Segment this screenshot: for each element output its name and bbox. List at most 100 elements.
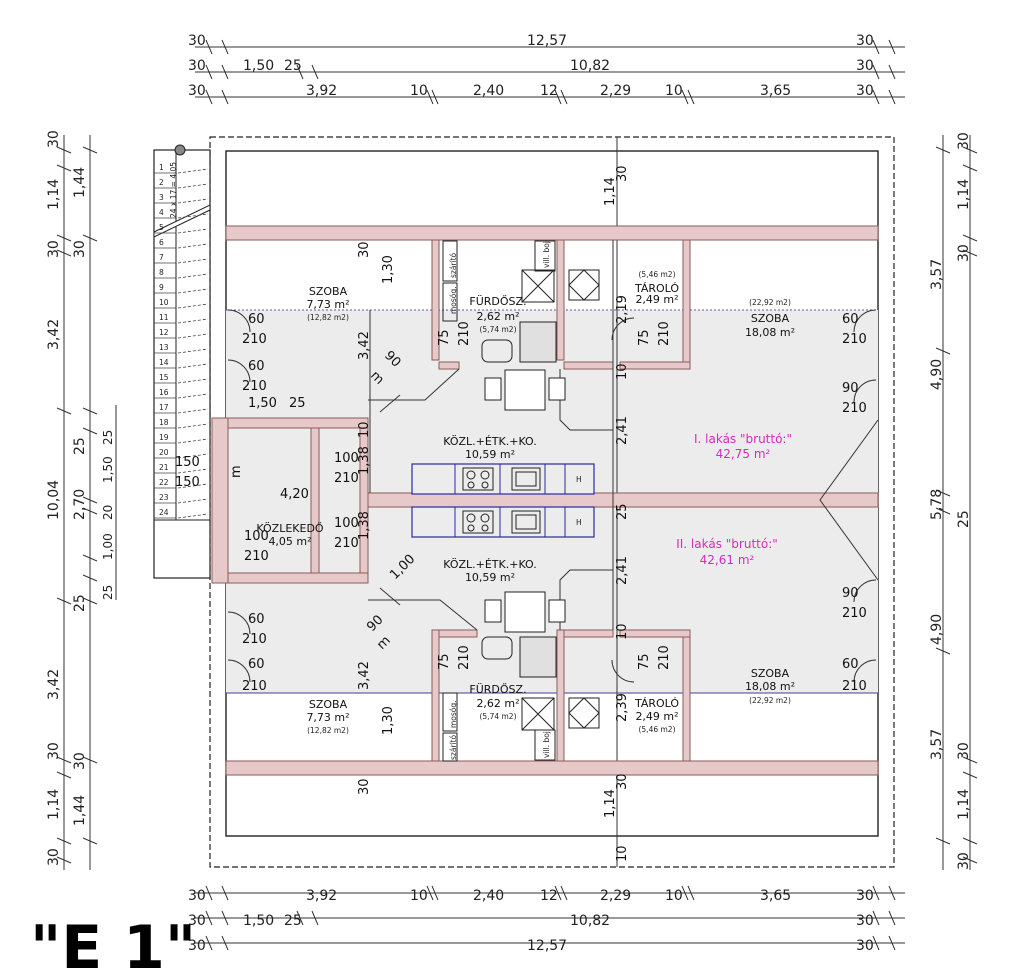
dim-bot3-e: 12: [540, 888, 558, 904]
stair-step-number: 22: [159, 478, 169, 487]
dim-bot2-a: 30: [188, 913, 206, 929]
stair-step-number: 10: [159, 298, 169, 307]
room-kitchen-t-area: 10,59 m²: [465, 448, 515, 461]
door-w-4: 60: [248, 657, 265, 672]
stair-step-number: 4: [159, 208, 164, 217]
stair-hatch: [177, 453, 209, 459]
stair-hatch: [177, 318, 209, 324]
stair-hatch: [177, 183, 209, 189]
stair-step-number: 21: [159, 463, 169, 472]
interior-dimensions: 30 1,30 3,42 10 1,38 1,38 3,42 1,30 30 1…: [248, 241, 418, 795]
dim-bot2-b: 1,50: [243, 913, 274, 929]
dim-int-2: 1,30: [381, 255, 396, 284]
room-bath-b-name: FÜRDŐSZ.: [469, 682, 526, 696]
dim-bot3-c: 10: [410, 888, 428, 904]
dim-int-11: 25: [289, 396, 306, 411]
dim-left-c: 30: [46, 240, 62, 258]
stair-hatch: [177, 243, 209, 249]
room-storage-b-gross: (5,46 m2): [638, 725, 675, 734]
door-w-5: 60: [842, 312, 859, 327]
room-kitchen-t-name: KÖZL.+ÉTK.+KO.: [443, 435, 537, 448]
door-w-12: 150: [175, 455, 200, 470]
stair-hatch: [177, 498, 209, 504]
stair-step-number: 7: [159, 253, 164, 262]
stair-hatch: [177, 288, 209, 294]
dim-left-l: 25: [72, 437, 88, 455]
dim-bot1-a: 30: [188, 938, 206, 954]
room-szoba-tr-area: 18,08 m²: [745, 326, 795, 339]
door-h-6: 210: [842, 401, 867, 416]
door-h-5: 210: [842, 332, 867, 347]
stair-step-number: 18: [159, 418, 169, 427]
dim-left-r: 2,70: [72, 489, 88, 520]
dim-bot1-b: 12,57: [527, 938, 567, 954]
door-h-14: 210: [657, 321, 672, 346]
stair-hatch: [177, 168, 209, 174]
dim-top3-b: 3,92: [306, 83, 337, 99]
door-w-6: 90: [842, 381, 859, 396]
dim-top3-h: 3,65: [760, 83, 791, 99]
center-dimensions: 1,14 30 2,19 10 2,41 25 2,41 10 2,39 30 …: [603, 165, 630, 862]
dim-c-2: 30: [615, 165, 630, 182]
door-w-14: 75: [637, 329, 652, 346]
dim-c-4: 10: [615, 363, 630, 380]
bathroom-fixtures-top: [442, 240, 600, 363]
dim-int-10: 1,50: [248, 396, 277, 411]
dim-right-g: 25: [956, 510, 972, 528]
door-h-16: 210: [657, 645, 672, 670]
room-corridor-name: KÖZLEKEDŐ: [256, 521, 324, 535]
stair-step-number: 2: [159, 178, 164, 187]
door-w-9: 100: [334, 451, 359, 466]
dim-bot3-f: 2,29: [600, 888, 631, 904]
dim-int-5: 1,38: [357, 446, 372, 475]
washer-label-bottom: mosóg.: [449, 700, 458, 728]
dim-bot1-c: 30: [856, 938, 874, 954]
stair-hatch: [177, 408, 209, 414]
top-dimensions: [195, 46, 905, 944]
door-h-3: 210: [242, 632, 267, 647]
dim-left-h: 1,14: [46, 789, 62, 820]
room-storage-b-name: TÁROLÓ: [634, 697, 679, 710]
sink-icon: [511, 510, 541, 534]
dim-right-l: 30: [956, 852, 972, 870]
stair-step-number: 17: [159, 403, 169, 412]
stair-hatch: [177, 423, 209, 429]
dim-top3-e: 12: [540, 83, 558, 99]
stair-step-number: 11: [159, 313, 169, 322]
dim-left-p: 25: [101, 430, 115, 445]
door-w-2: 60: [248, 359, 265, 374]
stair-step-number: 24: [159, 508, 169, 517]
dim-right-e: 4,90: [929, 359, 945, 390]
stair-hatch: [177, 468, 209, 474]
room-szoba-br-name: SZOBA: [751, 667, 790, 680]
stair-step-number: 20: [159, 448, 169, 457]
dim-top3-a: 30: [188, 83, 206, 99]
dim-left-e: 10,04: [46, 480, 62, 520]
dim-c-12: 10: [615, 845, 630, 862]
dim-c-1: 1,14: [603, 177, 618, 206]
room-szoba-tl-gross: (12,82 m2): [307, 313, 349, 322]
dim-left-b: 1,14: [46, 179, 62, 210]
dim-left-o: 1,44: [72, 795, 88, 826]
apartment-1-area: 42,75 m²: [716, 447, 771, 461]
bathroom-fixtures-bottom: [442, 636, 600, 762]
dim-bot3-d: 2,40: [473, 888, 504, 904]
dining-table-bottom: [484, 591, 566, 633]
dim-int-8: 1,30: [381, 706, 396, 735]
room-storage-t-area: 2,49 m²: [635, 293, 678, 306]
apartment-2-label: II. lakás "bruttó:": [676, 537, 778, 551]
stair-step-number: 16: [159, 388, 169, 397]
room-szoba-br-area: 18,08 m²: [745, 680, 795, 693]
top-dimension-ticks: [205, 39, 896, 951]
stair-start-icon: [174, 144, 186, 156]
hob-icon: [462, 510, 494, 534]
stair-step-number: 8: [159, 268, 164, 277]
stair-step-number: 13: [159, 343, 169, 352]
dim-right-k: 1,14: [956, 789, 972, 820]
door-h-15: 210: [457, 645, 472, 670]
room-bath-b-area: 2,62 m²: [476, 697, 519, 710]
dim-top1-a: 30: [188, 33, 206, 49]
dim-top2-b: 1,50: [243, 58, 274, 74]
dim-top3-i: 30: [856, 83, 874, 99]
